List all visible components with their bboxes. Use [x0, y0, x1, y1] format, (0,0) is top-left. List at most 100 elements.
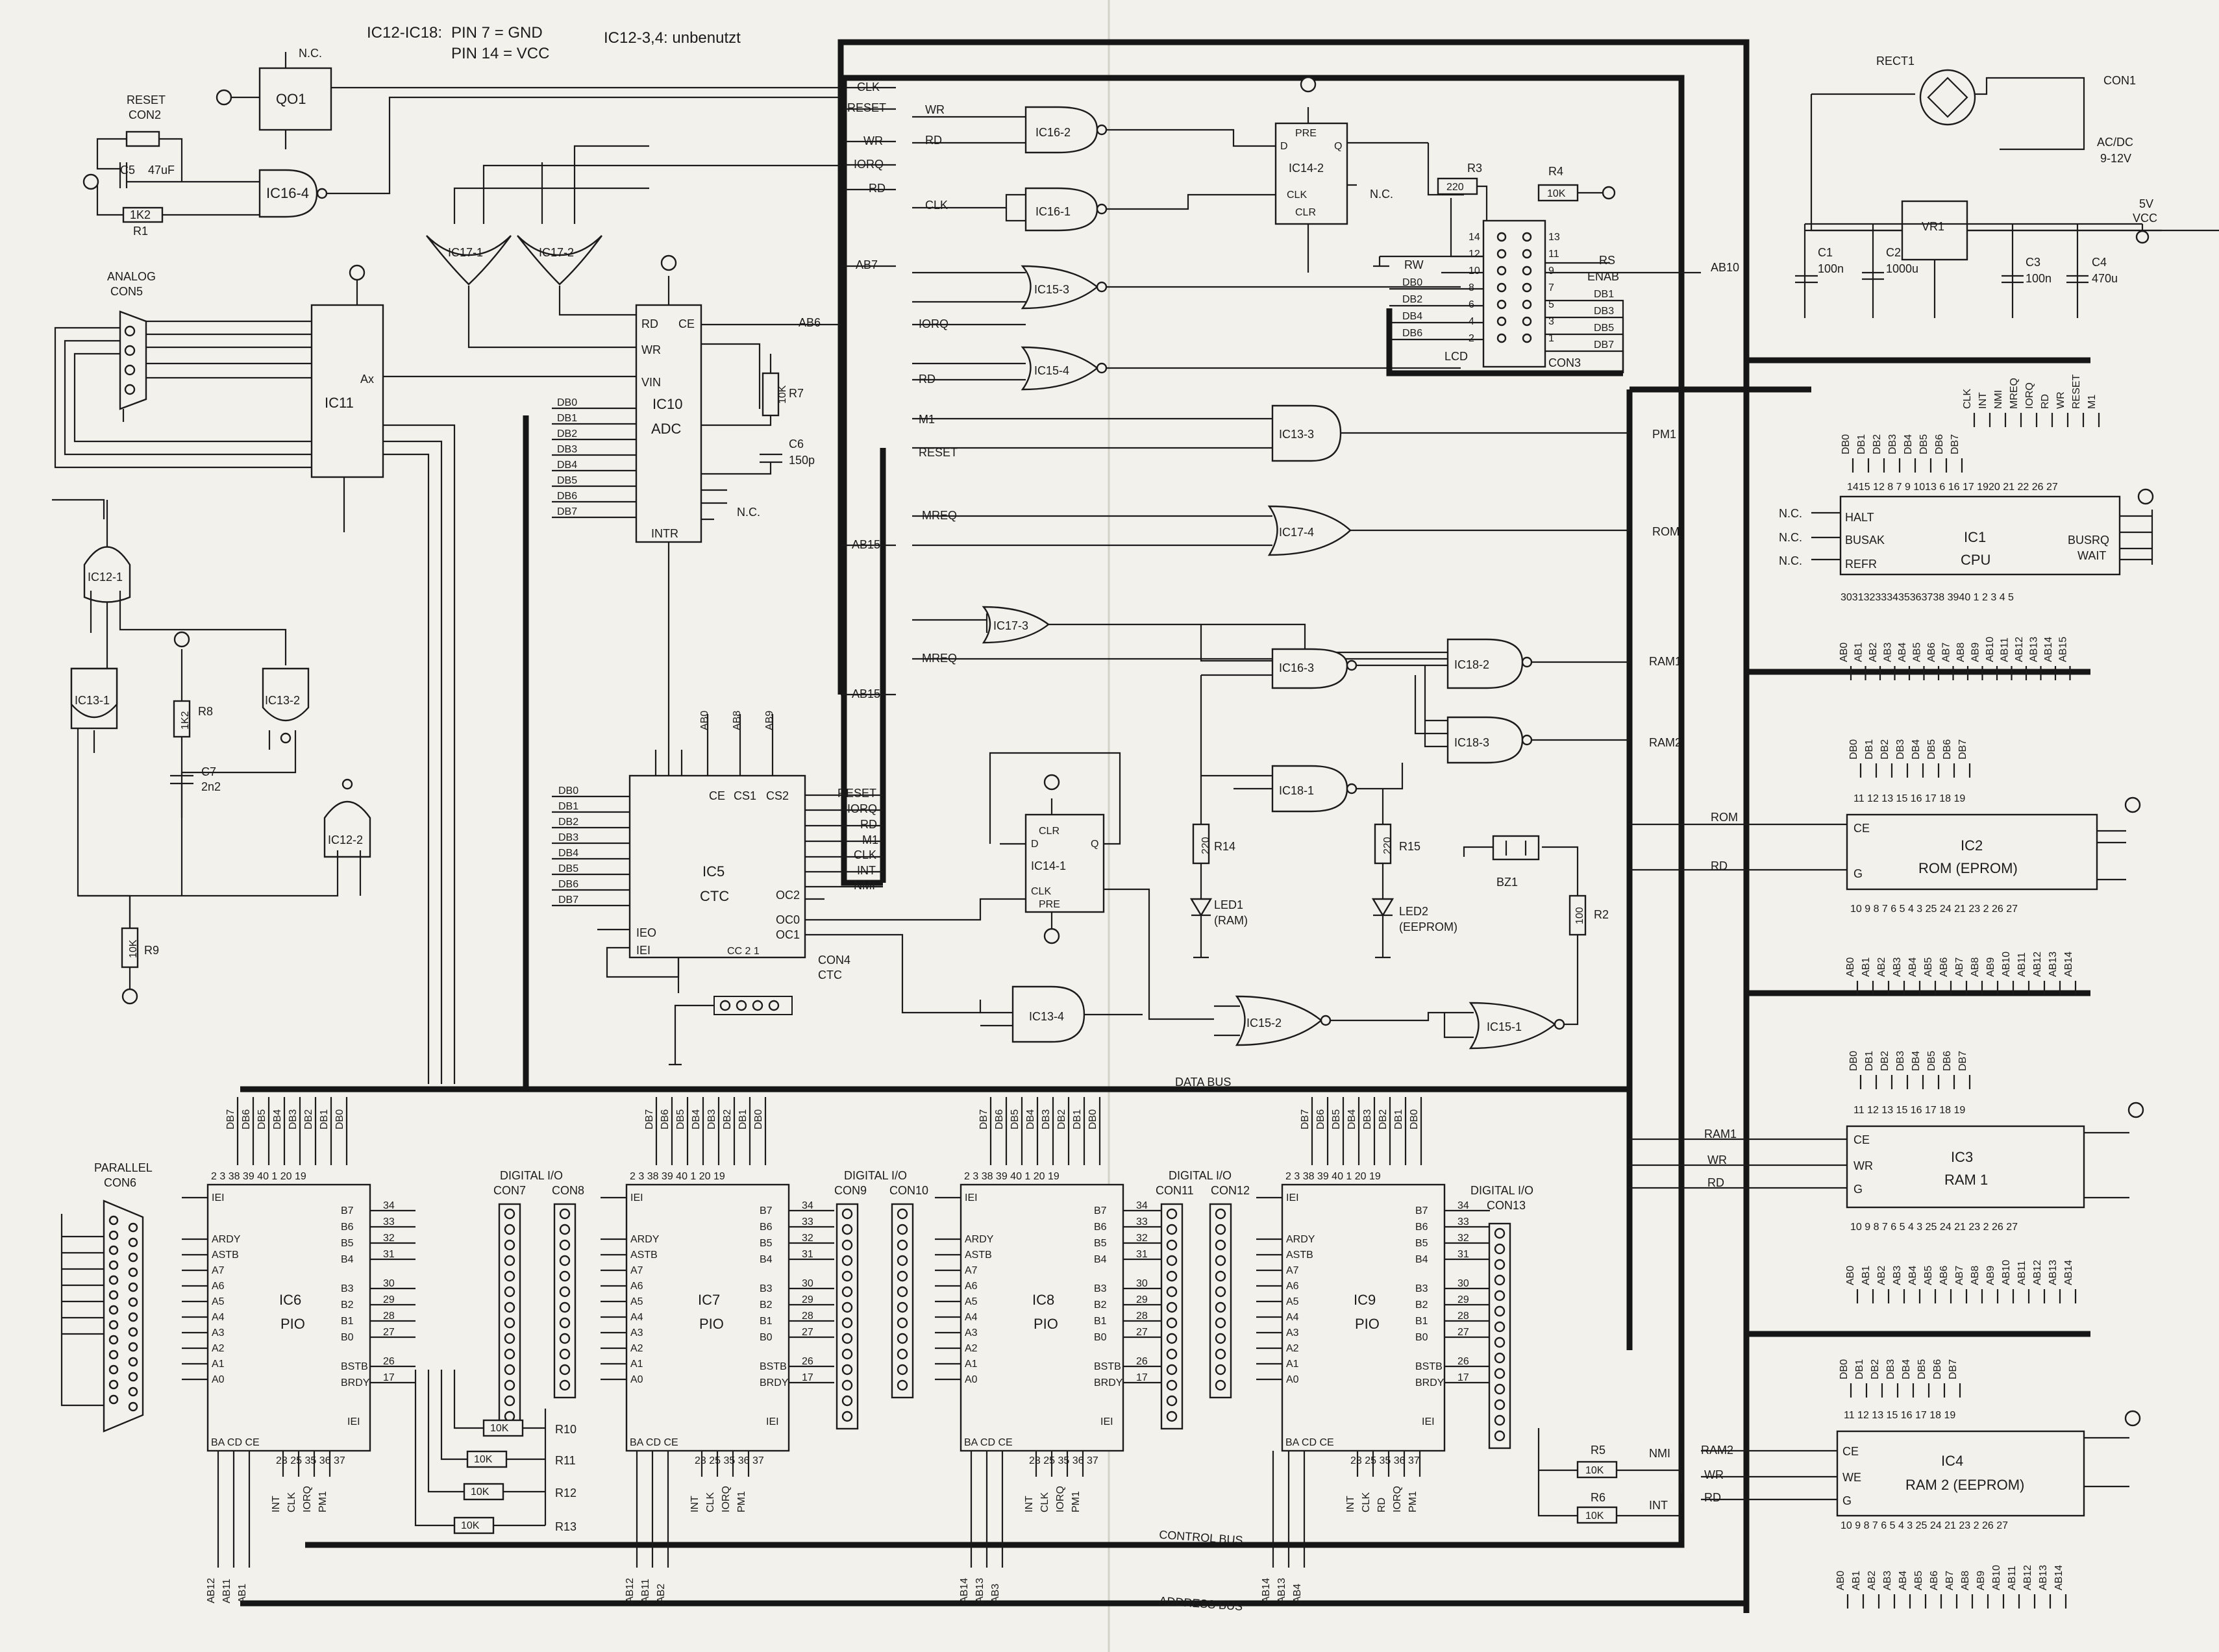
ic14-1-pre: PRE	[1039, 899, 1060, 910]
ic4-ab-label: AB6	[1929, 1571, 1940, 1590]
pio-ab-label: AB11	[640, 1579, 651, 1603]
con6-pin	[108, 1364, 119, 1375]
ic10-intr: INTR	[651, 527, 678, 540]
dio-pin	[1494, 1227, 1506, 1239]
con6-pin	[128, 1401, 138, 1412]
pio-left-pin: A3	[965, 1327, 978, 1338]
con6-pin	[108, 1230, 119, 1240]
pio-left-pin: A6	[1286, 1281, 1299, 1292]
pio-right-pin: B7	[341, 1205, 354, 1216]
dio-connector-4	[1160, 1203, 1184, 1430]
dio-pin	[1494, 1321, 1506, 1333]
pio-db-label: DB6	[994, 1109, 1005, 1129]
dio-label-3: DIGITAL I/O	[1169, 1169, 1232, 1182]
pio-bottom-pins: 23 25 35 36 37	[276, 1455, 345, 1466]
pio-db-label: DB5	[675, 1109, 686, 1129]
led2-label: LED2	[1399, 905, 1428, 918]
dio-pin	[1494, 1414, 1506, 1426]
pio-db-label: DB7	[644, 1109, 655, 1129]
con4-label: CON4	[818, 954, 850, 967]
pio-left-pin: A1	[1286, 1359, 1299, 1370]
r13-value: 10K	[461, 1520, 480, 1531]
ic3-ab-label: AB7	[1954, 1266, 1965, 1285]
dio-pin	[1166, 1286, 1178, 1298]
r14-label: R14	[1214, 840, 1235, 853]
r3-value: 220	[1446, 182, 1464, 193]
sig-ab7: AB7	[856, 258, 878, 271]
ic4-ab-label: AB12	[2022, 1565, 2033, 1590]
dio-pin	[897, 1255, 908, 1266]
pio-db-label: DB7	[978, 1109, 989, 1129]
con6-pin	[128, 1327, 138, 1337]
ic1-ab-label: AB0	[1839, 643, 1850, 662]
pio-left-pin: A2	[965, 1343, 978, 1354]
ic2-db-label: DB3	[1895, 739, 1906, 759]
pio-left-pin: A4	[1286, 1312, 1299, 1323]
ic1-db-label: DB1	[1856, 434, 1867, 454]
ic3-db-label: DB0	[1848, 1051, 1859, 1071]
ic1-refr: REFR	[1845, 558, 1877, 571]
ic4-ab-label: AB1	[1851, 1571, 1862, 1590]
ic5-iorq: IORQ	[847, 802, 877, 815]
r6-label: R6	[1591, 1491, 1605, 1504]
ic4-ab-label: AB3	[1882, 1571, 1893, 1590]
dio-pin	[1166, 1301, 1178, 1313]
pio-ctrl-label: IORQ	[721, 1486, 732, 1512]
ic5-sub: CTC	[700, 888, 729, 904]
ic2-db-label: DB0	[1848, 739, 1859, 759]
pio-right-pin: B3	[1094, 1283, 1107, 1294]
ic5-label: IC5	[702, 863, 725, 880]
lcd-db-left: DB0	[1402, 277, 1422, 288]
c4-value: 470u	[2092, 272, 2118, 285]
ic5-int: INT	[857, 864, 876, 877]
lcd-pin-num: 2	[1469, 333, 1474, 344]
ic13-3-label: IC13-3	[1279, 428, 1314, 441]
ic1-halt: HALT	[1845, 511, 1874, 524]
ic15-4-label: IC15-4	[1034, 364, 1069, 377]
dio-pin	[1215, 1333, 1226, 1344]
ic3-ab-label: AB12	[2032, 1260, 2043, 1285]
pio-right-pinnum: 29	[1136, 1294, 1148, 1305]
ic1-ab-label: AB14	[2043, 637, 2054, 662]
pio-left-pin: A5	[965, 1296, 978, 1307]
r4-label: R4	[1548, 165, 1563, 178]
analog-label: ANALOG	[107, 270, 156, 283]
pio-db-label: DB5	[1010, 1109, 1021, 1129]
pio-right-pinnum: 28	[1457, 1311, 1469, 1322]
lcd-pin	[1496, 316, 1507, 327]
ic1-db-label: DB2	[1872, 434, 1883, 454]
c5-label: C5	[120, 164, 135, 177]
pio-db-label: DB4	[691, 1109, 702, 1129]
dio-connector-2	[836, 1203, 859, 1430]
ic5-db-label: DB3	[558, 832, 578, 843]
ic2-ab-label: AB7	[1954, 957, 1965, 977]
power-supply	[1795, 69, 2219, 318]
ic14-2-clk: CLK	[1287, 190, 1307, 201]
dio-pin	[897, 1364, 908, 1375]
r15-value: 220	[1382, 837, 1393, 854]
ic2-ab-label: AB10	[2001, 952, 2012, 977]
ic15-1-label: IC15-1	[1487, 1020, 1522, 1033]
dio-label-2: DIGITAL I/O	[844, 1169, 907, 1182]
pio-right-pin: BSTB	[760, 1361, 787, 1372]
ic1-ctrl-label: IORQ	[2024, 382, 2035, 409]
ic4-ce: CE	[1842, 1445, 1859, 1458]
pio-bottom-label: BA CD CE	[630, 1437, 678, 1448]
ic2-ab-label: AB0	[1845, 957, 1856, 977]
ic3-ab-label: AB3	[1892, 1266, 1903, 1285]
pullup-resistors	[414, 1370, 547, 1535]
ic1-ab-label: AB3	[1883, 643, 1894, 662]
pio-right-pinnum: 26	[383, 1356, 395, 1367]
digital-io-connectors	[498, 1203, 1511, 1449]
con7-label: CON7	[493, 1184, 526, 1197]
pio-right-pin: B5	[341, 1238, 354, 1249]
pio-ctrl-label: RD	[1376, 1498, 1387, 1512]
pio-right-pinnum: 34	[383, 1200, 395, 1211]
r7-value: 10K	[777, 385, 788, 404]
ic3-wr: WR	[1853, 1159, 1873, 1172]
pio-left-pin: A3	[1286, 1327, 1299, 1338]
ic1-db-label: DB5	[1918, 434, 1929, 454]
